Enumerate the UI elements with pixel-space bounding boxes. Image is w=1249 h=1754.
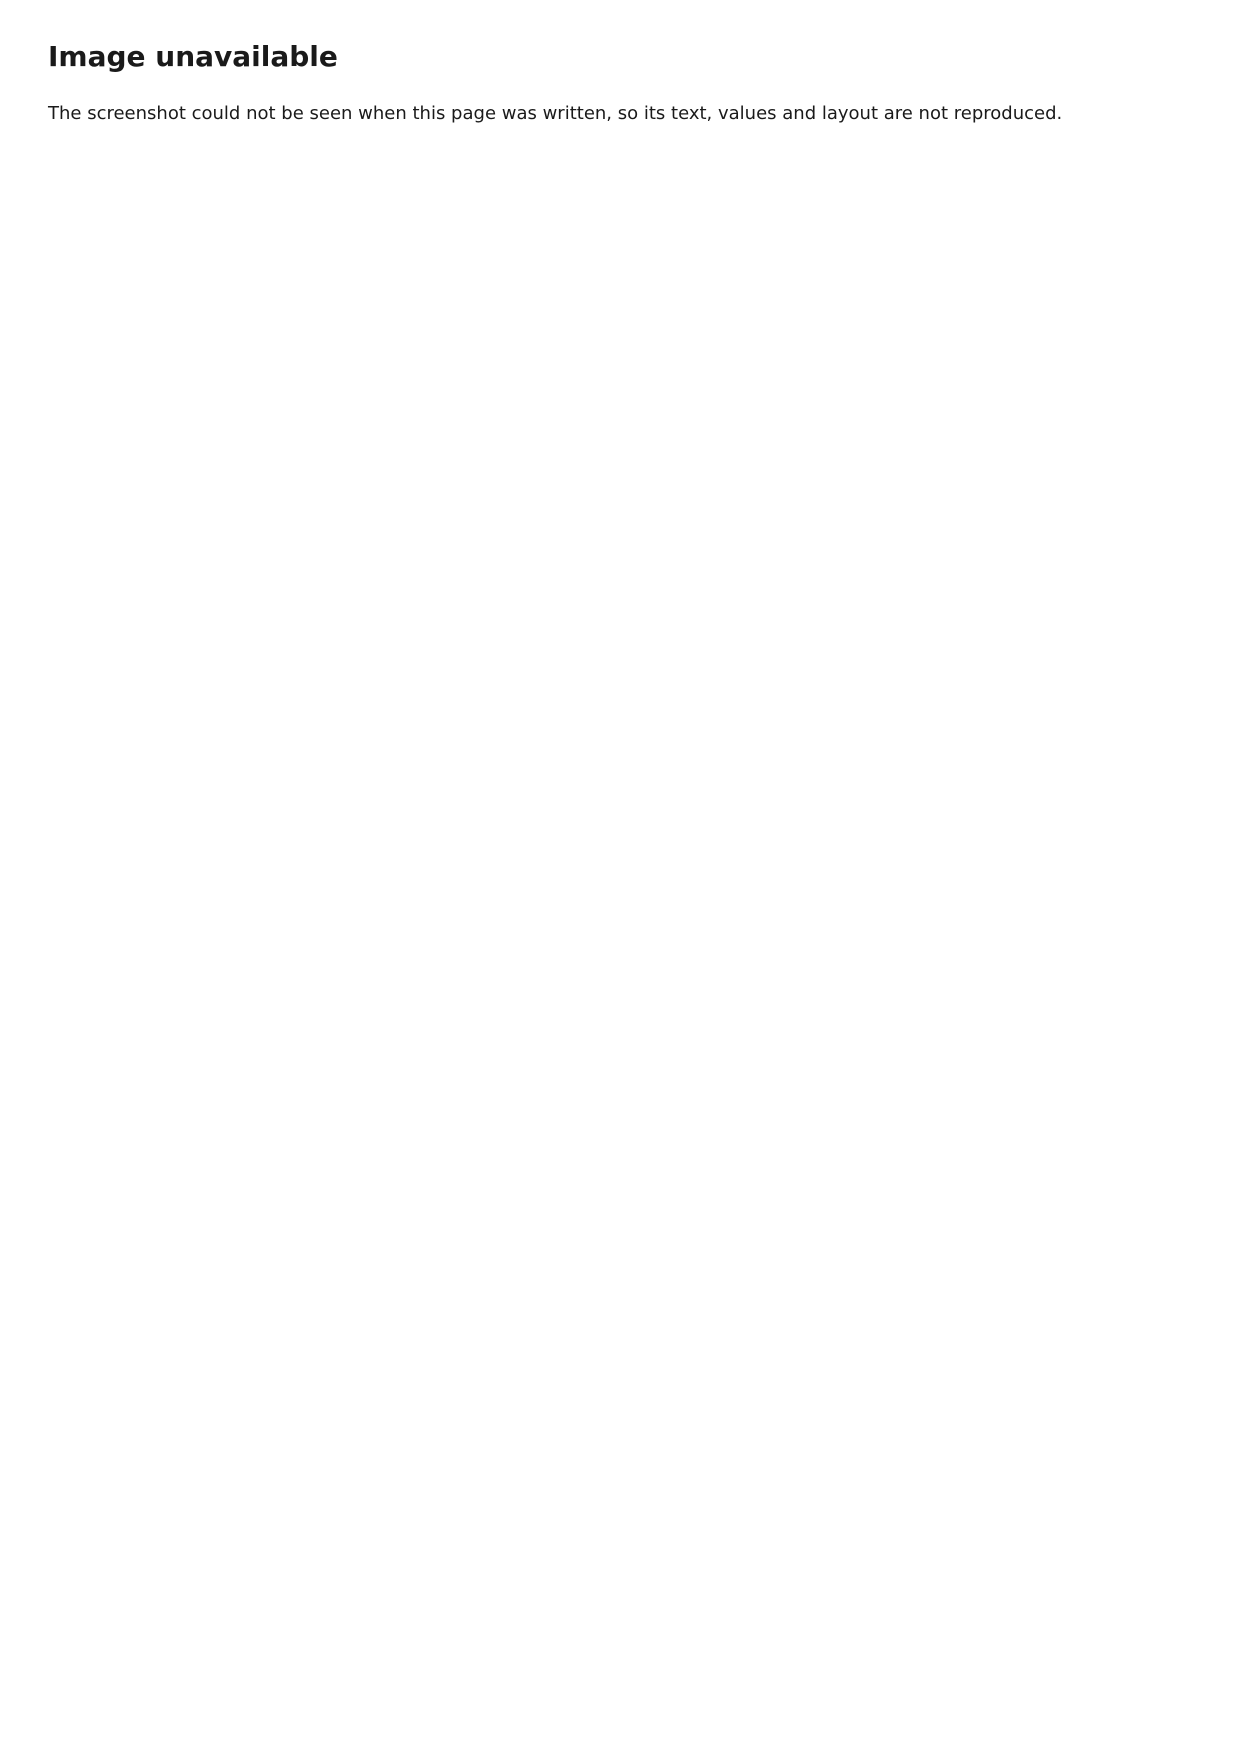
page-title: Image unavailable xyxy=(48,40,338,73)
notice-text: The screenshot could not be seen when th… xyxy=(48,103,1063,124)
